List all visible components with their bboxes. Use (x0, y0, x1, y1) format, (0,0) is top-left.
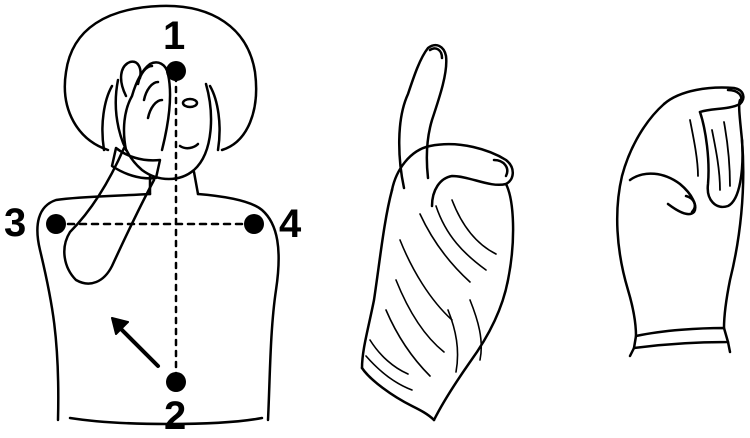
mouth (180, 144, 198, 148)
index-finger (399, 45, 446, 188)
middle-finger (392, 144, 513, 206)
wrist-shading (366, 340, 412, 390)
palm-right (434, 184, 513, 420)
pinched-hand (617, 88, 743, 356)
point-label-4: 4 (279, 204, 301, 244)
movement-arrow (118, 326, 158, 366)
hair-fringe (102, 86, 219, 150)
face-outline (116, 80, 211, 179)
wrist (362, 368, 434, 420)
thumb (630, 174, 695, 215)
point-label-3: 3 (4, 203, 26, 243)
palm (362, 190, 392, 368)
middle-fingernail (494, 160, 507, 176)
torso-right (198, 194, 279, 420)
point-4-dot (244, 214, 264, 234)
point-label-2: 2 (164, 396, 186, 436)
point-1-dot (166, 61, 186, 81)
point-2-dot (166, 372, 186, 392)
crossed-fingers-hand (362, 45, 513, 420)
palm-edge (724, 140, 743, 328)
finger-creases (690, 120, 730, 190)
point-3-dot (46, 214, 66, 234)
hair-outline (65, 6, 256, 150)
curled-fingers (700, 100, 742, 207)
hand-on-face (124, 62, 170, 150)
person-figure (37, 6, 278, 424)
sleeve (634, 328, 728, 348)
hand-back (617, 104, 664, 336)
fingernail (430, 48, 442, 58)
point-label-1: 1 (163, 16, 185, 56)
eye-icon (183, 99, 197, 107)
